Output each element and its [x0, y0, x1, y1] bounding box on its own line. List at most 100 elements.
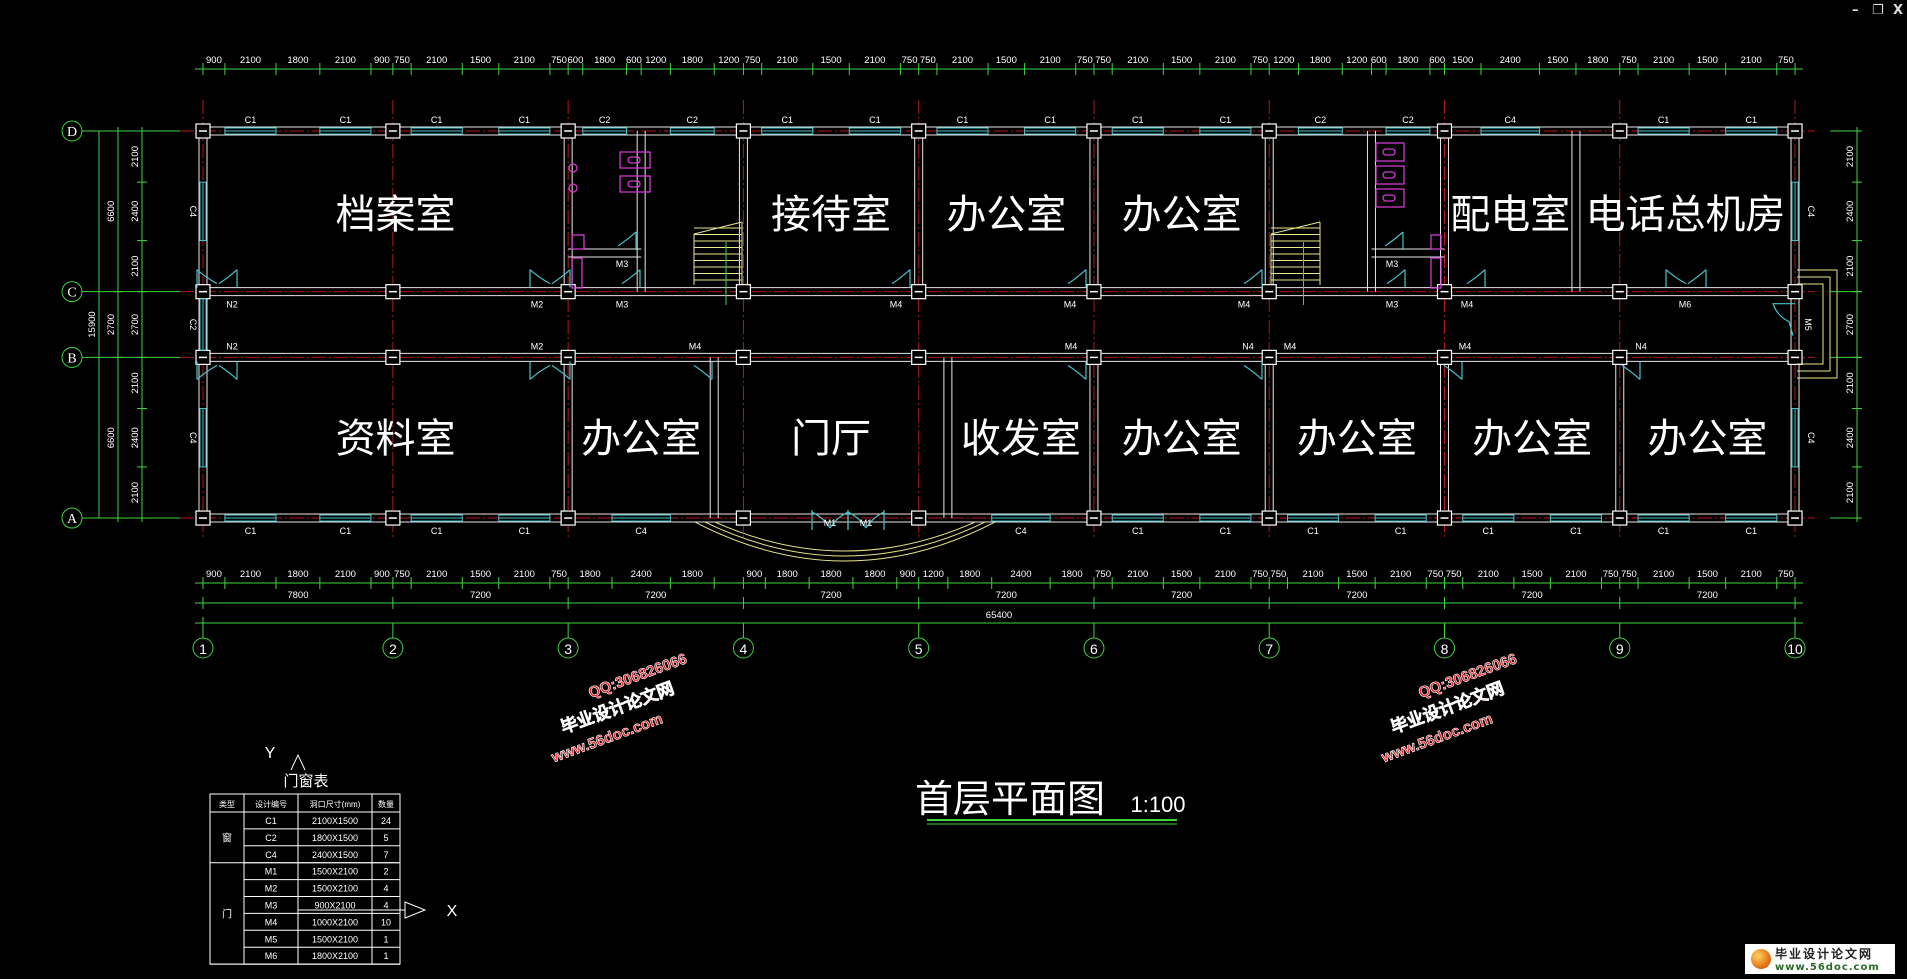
dimension-text: 2100: [952, 55, 973, 66]
window-label: C1: [519, 115, 531, 125]
window-label: C4: [1806, 206, 1816, 218]
close-button[interactable]: X: [1893, 3, 1904, 18]
window-label: C1: [1044, 115, 1056, 125]
entrance-door: [847, 510, 885, 531]
walls: [198, 126, 1800, 523]
entrance-steps: [704, 521, 986, 557]
dimension-text: 1800: [287, 55, 308, 66]
minimize-button[interactable]: –: [1852, 3, 1859, 18]
room-label: 办公室: [1122, 416, 1242, 462]
dimension-text: 2100: [1478, 569, 1499, 580]
dimension-text: 2400: [631, 569, 652, 580]
door-swing: [196, 361, 218, 380]
schedule-cell: 24: [381, 816, 391, 826]
dimension-text: 7200: [645, 590, 666, 601]
room-label: 接待室: [771, 192, 891, 238]
dimension-text: 1800: [777, 569, 798, 580]
door-swing: [529, 361, 551, 380]
axis-label: C: [67, 286, 76, 301]
dimension-text: 2100: [130, 146, 141, 167]
door-swing: [1466, 269, 1486, 288]
axis-label: 1: [199, 641, 207, 657]
door-label: M3: [1386, 259, 1399, 269]
dimension-text: 2100: [1390, 569, 1411, 580]
dimension-text: 7200: [1171, 590, 1192, 601]
window-label: C1: [1220, 526, 1232, 536]
door-label: M4: [1065, 341, 1078, 351]
stair: [1270, 221, 1321, 305]
axis-bubble-7: [1258, 637, 1280, 659]
room-label: 办公室: [581, 416, 701, 462]
dimension-text: 1200: [923, 569, 944, 580]
dimension-text: 6600: [106, 427, 117, 448]
schedule-header: 类型: [219, 799, 235, 809]
door-label: M4: [1284, 341, 1297, 351]
dimension-text: 600: [568, 55, 584, 66]
schedule-cell: 2: [383, 867, 388, 877]
schedule-type: 门: [222, 907, 232, 920]
drawing-title: 首层平面图: [915, 777, 1105, 821]
dimension-text: 7200: [820, 590, 841, 601]
toilet-icon: [1382, 171, 1396, 179]
dimension-text: 7200: [1697, 590, 1718, 601]
window-label: C4: [188, 206, 198, 218]
window-label: C2: [1402, 115, 1414, 125]
dimension-text: 15900: [87, 311, 98, 337]
dimension-text: 2100: [1845, 372, 1856, 393]
window-label: C1: [340, 526, 352, 536]
axis-label: 5: [915, 641, 923, 657]
dimension-text: 1800: [594, 55, 615, 66]
dimension-text: 1800: [864, 569, 885, 580]
room-label: 办公室: [946, 192, 1066, 238]
schedule-cell: M3: [265, 901, 278, 911]
door-label: M1: [860, 518, 873, 528]
axis-label: 2: [389, 641, 397, 657]
axis-bubble-A: [61, 507, 83, 529]
door-swing: [1665, 269, 1687, 288]
sink-icon: [568, 183, 578, 193]
door-label: M3: [616, 300, 629, 310]
door-label: N2: [226, 300, 238, 310]
door-swing: [551, 269, 571, 288]
window-label: C4: [1015, 526, 1027, 536]
dimension-text: 600: [626, 55, 642, 66]
window-label: C4: [188, 432, 198, 444]
dimension-text: 2100: [426, 55, 447, 66]
dimension-text: 1500: [820, 55, 841, 66]
schedule-cell: M2: [265, 884, 278, 894]
dimension-text: 750: [551, 55, 567, 66]
door-label: M1: [824, 518, 837, 528]
door-swing: [218, 269, 238, 288]
door-label: M4: [689, 341, 702, 351]
schedule-header: 洞口尺寸(mm): [310, 799, 361, 809]
sink-icon: [568, 163, 578, 173]
door-swing: [196, 269, 218, 288]
dimension-text: 2100: [130, 372, 141, 393]
doors: [196, 231, 1796, 531]
window-label: C1: [869, 115, 881, 125]
toilet-icon: [1382, 148, 1396, 156]
schedule-cell: 5: [383, 833, 388, 843]
dimension-text: 2100: [1215, 55, 1236, 66]
dimension-text: 2100: [1302, 569, 1323, 580]
restore-button[interactable]: ❐: [1872, 3, 1884, 18]
dimension-text: 7200: [470, 590, 491, 601]
side-door: [1772, 303, 1796, 336]
dimension-text: 2400: [1845, 201, 1856, 222]
logo-name: 毕业设计论文网: [1775, 947, 1874, 961]
axis-label: 8: [1441, 641, 1449, 657]
ucs-x-arrow: [404, 901, 427, 919]
dimension-text: 2700: [106, 314, 117, 335]
dimension-text: 1800: [959, 569, 980, 580]
axis-bubble-10: [1784, 637, 1806, 659]
dimension-text: 1200: [718, 55, 739, 66]
stair-break: [693, 221, 743, 235]
logo-url: www.56doc.com: [1775, 962, 1880, 973]
axis-label: 10: [1787, 641, 1803, 657]
schedule-cell: M6: [265, 951, 278, 961]
dimension-text: 2100: [130, 256, 141, 277]
door-swing: [551, 361, 571, 380]
door-swing: [529, 269, 551, 288]
